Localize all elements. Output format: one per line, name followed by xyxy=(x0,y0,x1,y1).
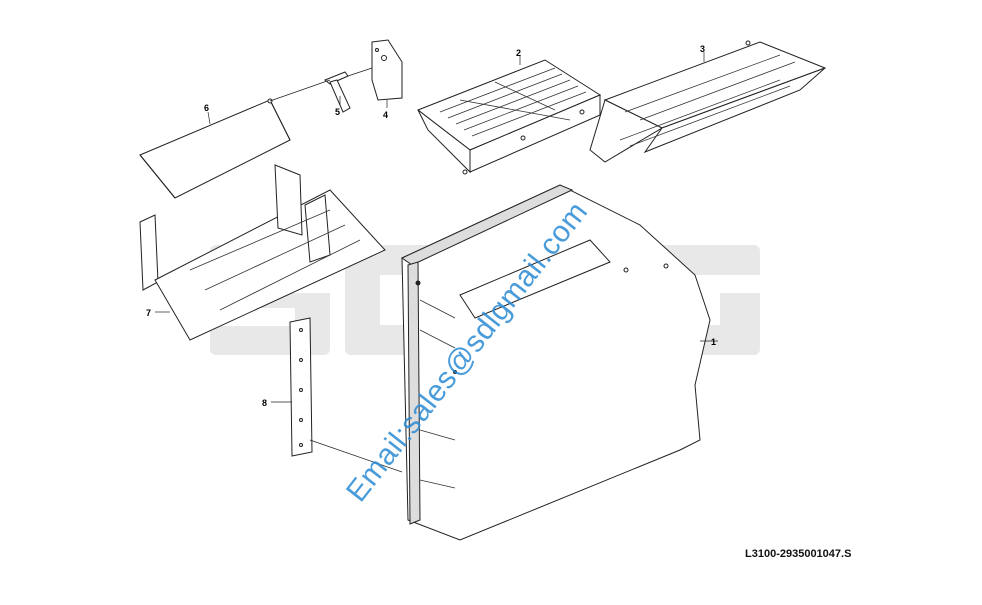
callout-4: 4 xyxy=(383,110,389,120)
part-2-filter xyxy=(416,59,602,175)
part-1-housing xyxy=(401,184,711,541)
callout-8: 8 xyxy=(262,398,268,408)
leader-lines xyxy=(155,52,718,473)
callout-5: 5 xyxy=(335,107,341,117)
callout-6: 6 xyxy=(204,103,210,113)
callout-1: 1 xyxy=(711,337,717,347)
part-5-pin xyxy=(324,71,351,113)
part-7-tray xyxy=(139,164,386,341)
part-3-grille xyxy=(589,40,827,163)
callout-2: 2 xyxy=(516,48,522,58)
part-4-bracket xyxy=(371,39,403,101)
part-6-panel xyxy=(139,98,291,199)
callout-7: 7 xyxy=(146,308,152,318)
part-8-strip xyxy=(289,317,313,457)
callout-3: 3 xyxy=(700,44,706,54)
drawing-reference-code: L3100-2935001047.S xyxy=(745,548,852,560)
